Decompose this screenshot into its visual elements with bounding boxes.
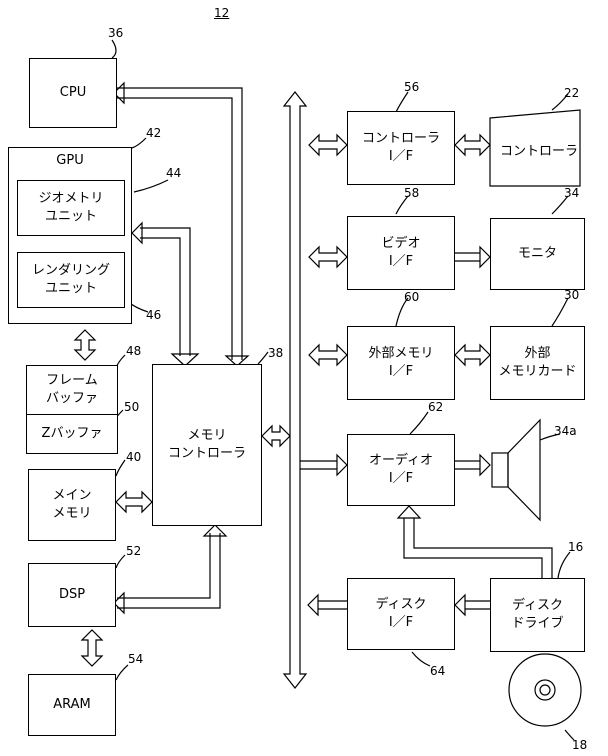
disk-drive-label: ディスク ドライブ xyxy=(511,598,564,631)
z-buffer-block: Zバッファ xyxy=(26,414,118,454)
ref-disk-drive: 16 xyxy=(568,540,584,554)
monitor-block: モニタ xyxy=(490,218,585,290)
main-memory-label: メイン メモリ xyxy=(52,488,92,521)
ref-cpu: 36 xyxy=(108,26,124,40)
dsp-label: DSP xyxy=(58,587,86,602)
speaker-cone xyxy=(507,418,541,522)
memory-controller-label: メモリ コントローラ xyxy=(167,428,246,461)
ref-video-if: 58 xyxy=(404,186,420,200)
aram-label: ARAM xyxy=(53,697,91,712)
cpu-block: CPU xyxy=(29,58,117,128)
video-if-label: ビデオ I／F xyxy=(381,236,421,269)
ref-disk-if: 64 xyxy=(430,664,446,678)
ref-controller-if: 56 xyxy=(404,80,420,94)
main-memory-block: メイン メモリ xyxy=(28,469,116,541)
ref-speaker: 34a xyxy=(554,424,577,438)
audio-if-label: オーディオ I／F xyxy=(368,453,434,486)
ref-memory-controller: 38 xyxy=(268,346,284,360)
system-bus xyxy=(282,91,308,689)
ref-frame-buffer: 48 xyxy=(126,344,142,358)
controller-if-block: コントローラ I／F xyxy=(347,111,455,185)
controller-if-label: コントローラ I／F xyxy=(361,131,440,164)
ref-disk: 18 xyxy=(572,738,588,752)
cpu-label: CPU xyxy=(59,85,87,100)
ref-ext-memory-card: 30 xyxy=(564,288,580,302)
rendering-unit-label: レンダリング ユニット xyxy=(31,263,110,296)
memory-controller-block: メモリ コントローラ xyxy=(152,364,262,526)
disk-if-block: ディスク I／F xyxy=(347,578,455,650)
dsp-block: DSP xyxy=(28,563,116,627)
frame-buffer-label: フレーム バッファ xyxy=(45,373,98,406)
ref-controller: 22 xyxy=(564,86,580,100)
z-buffer-label: Zバッファ xyxy=(41,426,103,441)
gpu-label: GPU xyxy=(56,153,84,168)
disk-if-label: ディスク I／F xyxy=(375,597,427,630)
ref-audio-if: 62 xyxy=(428,400,444,414)
ref-main-memory: 40 xyxy=(126,450,142,464)
figure-ref: 12 xyxy=(214,6,230,20)
speaker-magnet xyxy=(491,452,509,488)
ref-z-buffer: 50 xyxy=(124,400,140,414)
frame-buffer-block: フレーム バッファ xyxy=(26,365,118,415)
ref-rendering: 46 xyxy=(146,308,162,322)
disk-drive-block: ディスク ドライブ xyxy=(490,578,585,652)
ext-memory-card-label: 外部 メモリカード xyxy=(498,346,577,379)
controller-label: コントローラ xyxy=(500,144,579,159)
aram-block: ARAM xyxy=(28,674,116,736)
ref-geometry: 44 xyxy=(166,166,182,180)
ext-memory-if-block: 外部メモリ I／F xyxy=(347,326,455,400)
rendering-unit-block: レンダリング ユニット xyxy=(17,252,125,308)
ref-gpu: 42 xyxy=(146,126,162,140)
controller-shape xyxy=(489,109,581,187)
ref-ext-memory-if: 60 xyxy=(404,290,420,304)
monitor-label: モニタ xyxy=(517,246,557,261)
ext-memory-card-block: 外部 メモリカード xyxy=(490,326,585,400)
audio-if-block: オーディオ I／F xyxy=(347,434,455,506)
video-if-block: ビデオ I／F xyxy=(347,216,455,290)
geometry-unit-block: ジオメトリ ユニット xyxy=(17,180,125,236)
ext-memory-if-label: 外部メモリ I／F xyxy=(368,346,434,379)
ref-dsp: 52 xyxy=(126,544,142,558)
ref-aram: 54 xyxy=(128,652,144,666)
ref-monitor: 34 xyxy=(564,186,580,200)
geometry-unit-label: ジオメトリ ユニット xyxy=(38,191,104,224)
